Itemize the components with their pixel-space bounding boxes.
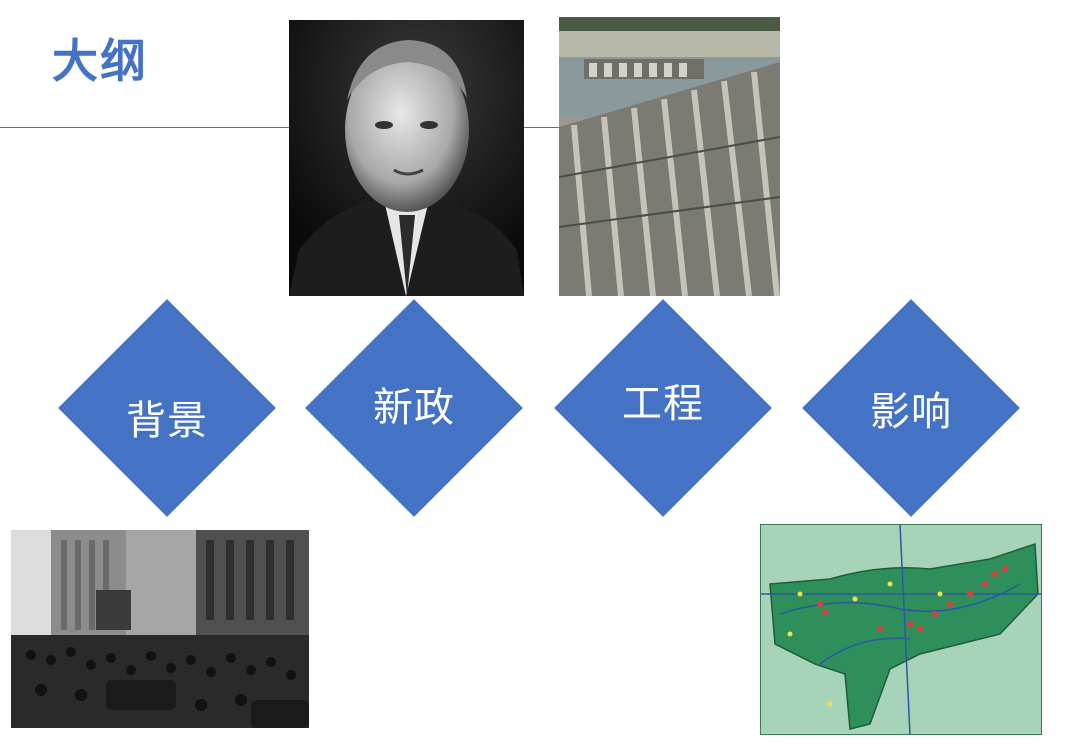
step-impact[interactable]: 影响: [801, 298, 1021, 518]
step-projects[interactable]: 工程: [553, 298, 773, 518]
portrait-photo: [289, 20, 524, 296]
step-label: 影响: [870, 389, 952, 435]
step-new-deal[interactable]: 新政: [304, 298, 524, 518]
step-label: 工程: [622, 381, 704, 427]
step-background[interactable]: 背景: [57, 298, 277, 518]
slide-title: 大纲: [52, 34, 148, 88]
step-label: 背景: [126, 398, 208, 444]
region-map-image: [760, 524, 1042, 735]
street-crowd-photo: [11, 530, 309, 728]
step-label: 新政: [373, 385, 455, 431]
dam-construction-photo: [559, 17, 780, 296]
